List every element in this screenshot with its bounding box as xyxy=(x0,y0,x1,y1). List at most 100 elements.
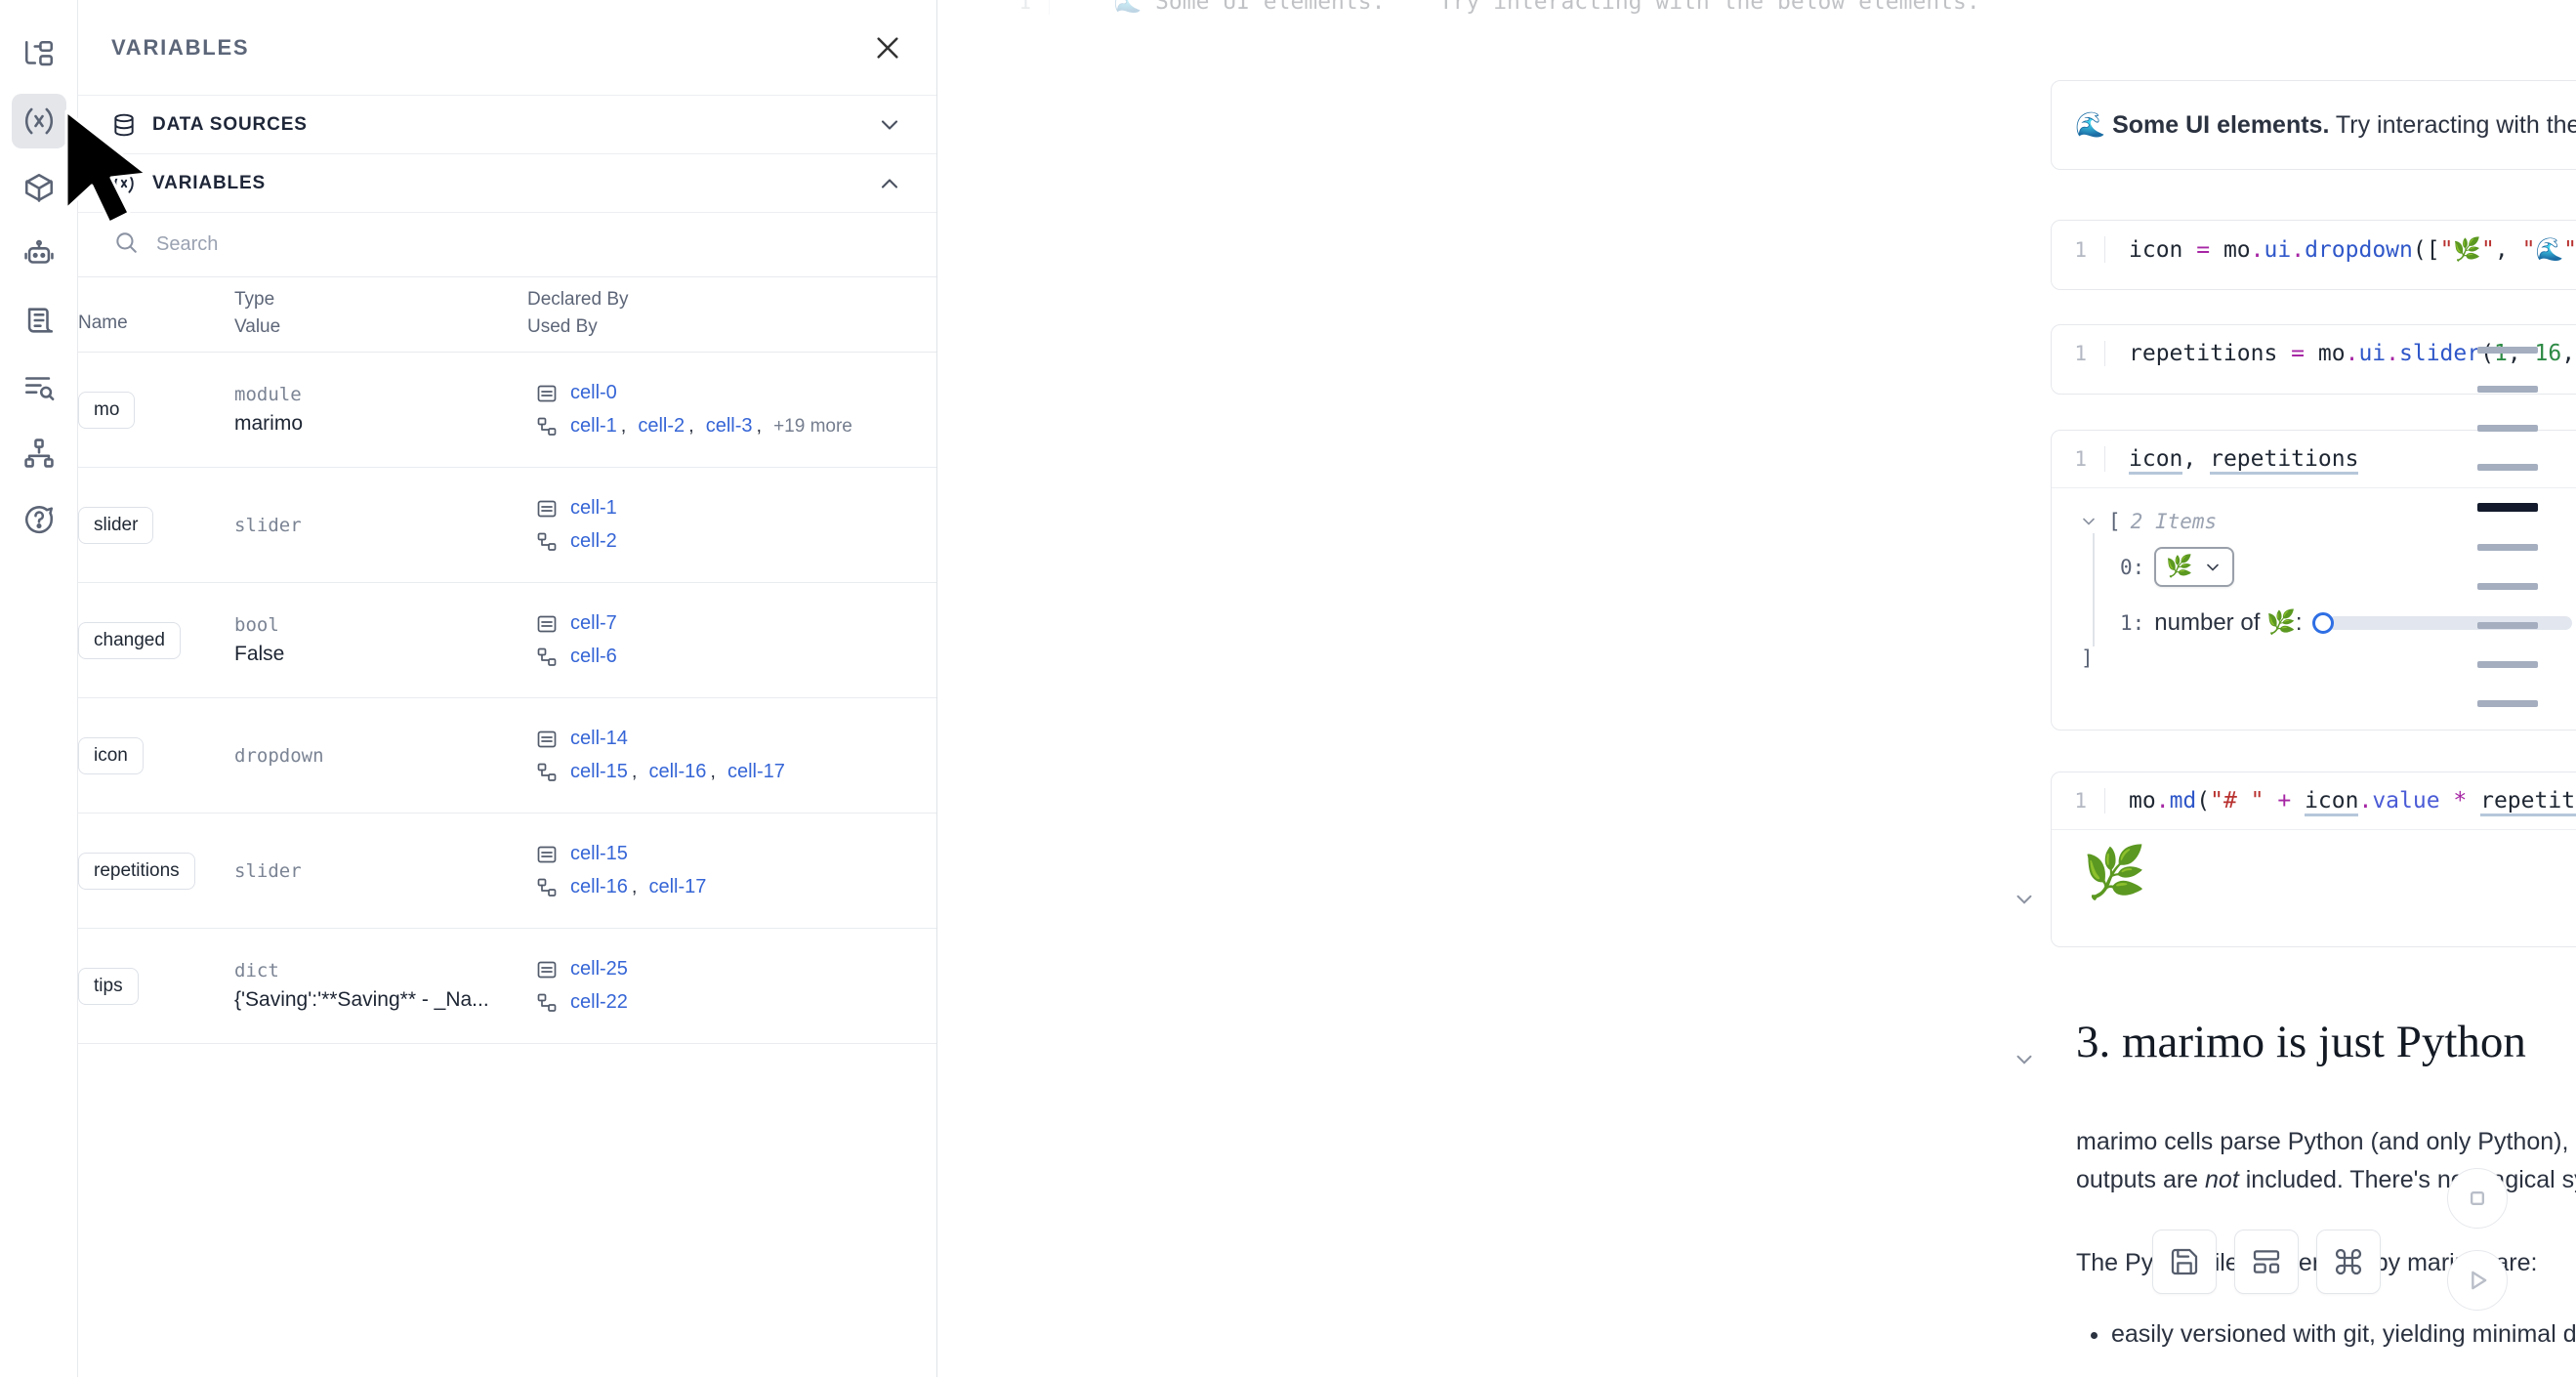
minimap-tick[interactable] xyxy=(2477,347,2538,354)
code-cell-dropdown[interactable]: 1 icon = mo.ui.dropdown(["🌿", "🌊", "✨"],… xyxy=(2051,220,2576,290)
chevron-down-icon[interactable] xyxy=(2079,512,2098,531)
layout-grid-icon[interactable] xyxy=(2234,1230,2299,1294)
code-line[interactable]: 1 mo.md("# " + icon.value * repetitions.… xyxy=(2052,772,2576,830)
code-cell-icon-repetitions[interactable]: 1 icon, repetitions [ 2 Items 0: xyxy=(2051,430,2576,730)
package-cube-icon[interactable] xyxy=(12,160,66,215)
declared-by-link[interactable]: cell-1 xyxy=(570,497,617,519)
used-by-link[interactable]: cell-17 xyxy=(727,761,785,782)
declared-by-link[interactable]: cell-14 xyxy=(570,728,628,749)
minimap-tick[interactable] xyxy=(2477,386,2538,393)
comma-separator: , xyxy=(688,415,694,437)
json-header-row[interactable]: [ 2 Items xyxy=(2079,510,2576,533)
col-type-label: Type xyxy=(234,289,275,310)
dependency-graph-icon[interactable] xyxy=(12,426,66,480)
code-line[interactable]: 1 repetitions = mo.ui.slider(1, 16, labe… xyxy=(2052,325,2576,382)
used-by-link[interactable]: cell-2 xyxy=(570,530,617,552)
table-row[interactable]: repetitions slider cell-15 cell-16, cell-17 xyxy=(78,813,936,929)
minimap-tick[interactable] xyxy=(2477,425,2538,432)
variable-cells-cell: cell-1 cell-2 xyxy=(527,467,936,583)
used-by-link[interactable]: cell-3 xyxy=(705,415,753,437)
minimap-tick[interactable] xyxy=(2477,622,2538,629)
used-by-link[interactable]: cell-1 xyxy=(570,415,617,437)
markdown-emoji: 🌊 xyxy=(2075,110,2106,139)
variables-panel-header: VARIABLES xyxy=(78,0,936,96)
code-gutter: 1 xyxy=(1018,0,1031,14)
variable-name-pill[interactable]: tips xyxy=(78,967,139,1005)
close-icon[interactable] xyxy=(872,32,903,63)
command-palette-icon[interactable] xyxy=(2316,1230,2381,1294)
cell-declared-icon xyxy=(535,843,559,866)
code-gutter: 1 xyxy=(2074,789,2087,813)
variable-name-pill[interactable]: mo xyxy=(78,391,136,429)
used-by-more[interactable]: +19 more xyxy=(773,415,852,437)
code-text[interactable]: mo.md("# " + icon.value * repetitions.va… xyxy=(2104,788,2576,816)
declared-by-link[interactable]: cell-15 xyxy=(570,843,628,864)
code-cell-slider[interactable]: 1 repetitions = mo.ui.slider(1, 16, labe… xyxy=(2051,324,2576,395)
chevron-down-icon[interactable] xyxy=(2012,1047,2037,1072)
cell-declared-icon xyxy=(535,612,559,636)
minimap-tick[interactable] xyxy=(2477,700,2538,707)
minimap-tick[interactable] xyxy=(2477,544,2538,551)
save-icon[interactable] xyxy=(2152,1230,2217,1294)
icon-dropdown-select[interactable]: 🌿 xyxy=(2154,547,2234,587)
declared-by-link[interactable]: cell-7 xyxy=(570,612,617,634)
variables-search-bar[interactable] xyxy=(78,213,936,277)
code-text[interactable]: icon, repetitions xyxy=(2104,446,2359,475)
variable-name-pill[interactable]: repetitions xyxy=(78,852,195,890)
minimap-tick[interactable] xyxy=(2477,583,2538,590)
scratchpad-icon[interactable] xyxy=(12,293,66,348)
section-data-sources[interactable]: DATA SOURCES xyxy=(78,96,936,154)
code-text[interactable]: icon = mo.ui.dropdown(["🌿", "🌊", "✨"], v… xyxy=(2104,236,2576,263)
section-label-data-sources: DATA SOURCES xyxy=(152,113,308,135)
used-by-link[interactable]: cell-16 xyxy=(648,761,707,782)
page-title: 3. marimo is just Python xyxy=(2076,1017,2526,1067)
minimap[interactable] xyxy=(2461,347,2555,739)
used-by-link[interactable]: cell-22 xyxy=(570,991,628,1013)
minimap-tick[interactable] xyxy=(2477,661,2538,668)
used-by-link[interactable]: cell-15 xyxy=(570,761,628,782)
used-by-link[interactable]: cell-2 xyxy=(638,415,686,437)
code-gutter: 1 xyxy=(2074,342,2087,365)
code-line[interactable]: 1 icon, repetitions xyxy=(2052,431,2576,488)
help-icon[interactable] xyxy=(12,492,66,547)
chevron-up-icon[interactable] xyxy=(876,170,903,197)
search-input[interactable] xyxy=(154,232,901,257)
code-line[interactable]: 1 icon = mo.ui.dropdown(["🌿", "🌊", "✨"],… xyxy=(2052,221,2576,278)
code-text[interactable]: repetitions = mo.ui.slider(1, 16, label=… xyxy=(2104,341,2576,366)
run-icon[interactable] xyxy=(2447,1250,2508,1311)
file-tree-icon[interactable] xyxy=(12,27,66,82)
stop-icon[interactable] xyxy=(2447,1168,2508,1229)
variable-cells-cell: cell-7 cell-6 xyxy=(527,582,936,698)
variable-name-pill[interactable]: slider xyxy=(78,506,154,544)
section-variables[interactable]: VARIABLES xyxy=(78,154,936,213)
variables-icon[interactable] xyxy=(11,94,66,148)
used-by-link[interactable]: cell-17 xyxy=(648,876,707,897)
col-declared-used: Declared By Used By xyxy=(527,277,936,353)
outline-search-icon[interactable] xyxy=(12,359,66,414)
declared-by-link[interactable]: cell-25 xyxy=(570,958,628,980)
chevron-down-icon[interactable] xyxy=(876,111,903,139)
used-by-link[interactable]: cell-16 xyxy=(570,876,628,897)
previous-cell-code-faded: 1 """🌊 Some UI elements.""" Try interact… xyxy=(996,0,2265,16)
code-token: md xyxy=(2169,788,2197,814)
faded-code-text: """🌊 Some UI elements.""" Try interactin… xyxy=(1049,0,1980,15)
variable-name-pill[interactable]: icon xyxy=(78,736,144,774)
comma-separator: , xyxy=(631,876,638,897)
code-token: "# " xyxy=(2210,788,2264,814)
robot-icon[interactable] xyxy=(12,227,66,281)
used-by-link[interactable]: cell-6 xyxy=(570,646,617,667)
slider-knob[interactable] xyxy=(2311,611,2334,634)
variable-name-pill[interactable]: changed xyxy=(78,621,181,659)
variables-table-head: Name Type Value Declared By Used By xyxy=(78,277,936,353)
declared-by-link[interactable]: cell-0 xyxy=(570,382,617,403)
code-cell-md[interactable]: 1 mo.md("# " + icon.value * repetitions.… xyxy=(2051,772,2576,947)
variable-type: slider xyxy=(234,859,302,882)
minimap-tick[interactable] xyxy=(2477,503,2538,512)
minimap-tick[interactable] xyxy=(2477,464,2538,471)
chevron-down-icon[interactable] xyxy=(2012,887,2037,912)
